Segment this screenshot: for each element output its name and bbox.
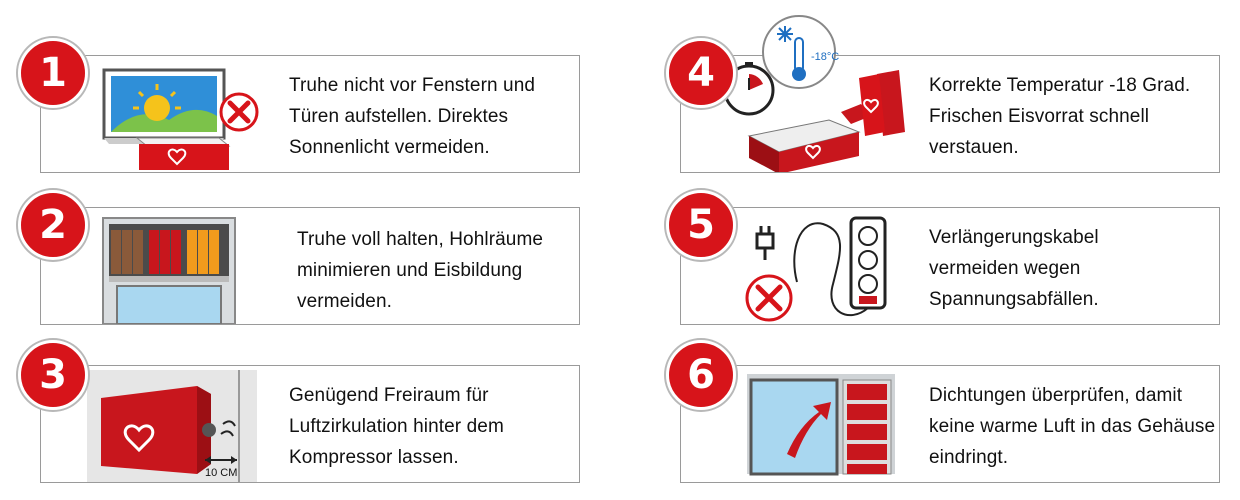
step-number-6: 6	[666, 340, 736, 410]
snowflake-thermometer-icon	[777, 26, 793, 42]
temperature-label: -18°C	[811, 51, 839, 63]
door-seal-icon	[747, 374, 895, 476]
stocked-freezer-icon	[102, 217, 236, 324]
compressor-icon: 10 CM	[87, 370, 257, 482]
sun-window-icon	[102, 68, 259, 170]
step-number-1: 1	[18, 38, 88, 108]
step-number-2: 2	[18, 190, 88, 260]
step-text-4: Korrekte Temperatur -18 Grad.Frischen Ei…	[929, 75, 1191, 158]
step-number-4: 4	[666, 38, 736, 108]
distance-label: 10 CM	[205, 467, 237, 479]
no-cross-icon	[227, 100, 251, 124]
freezer-icon: -18°C	[723, 15, 905, 172]
step-number-5: 5	[666, 190, 736, 260]
plug-icon	[755, 226, 775, 260]
no-cross-icon	[755, 284, 783, 312]
step-number-3: 3	[18, 340, 88, 410]
stopwatch-icon	[745, 62, 763, 90]
step-card-4: -18°C Korrekte Temperatur -18 Grad.Frisc…	[680, 15, 1220, 173]
heart-logo-icon	[167, 148, 187, 166]
power-strip-icon	[745, 216, 887, 322]
